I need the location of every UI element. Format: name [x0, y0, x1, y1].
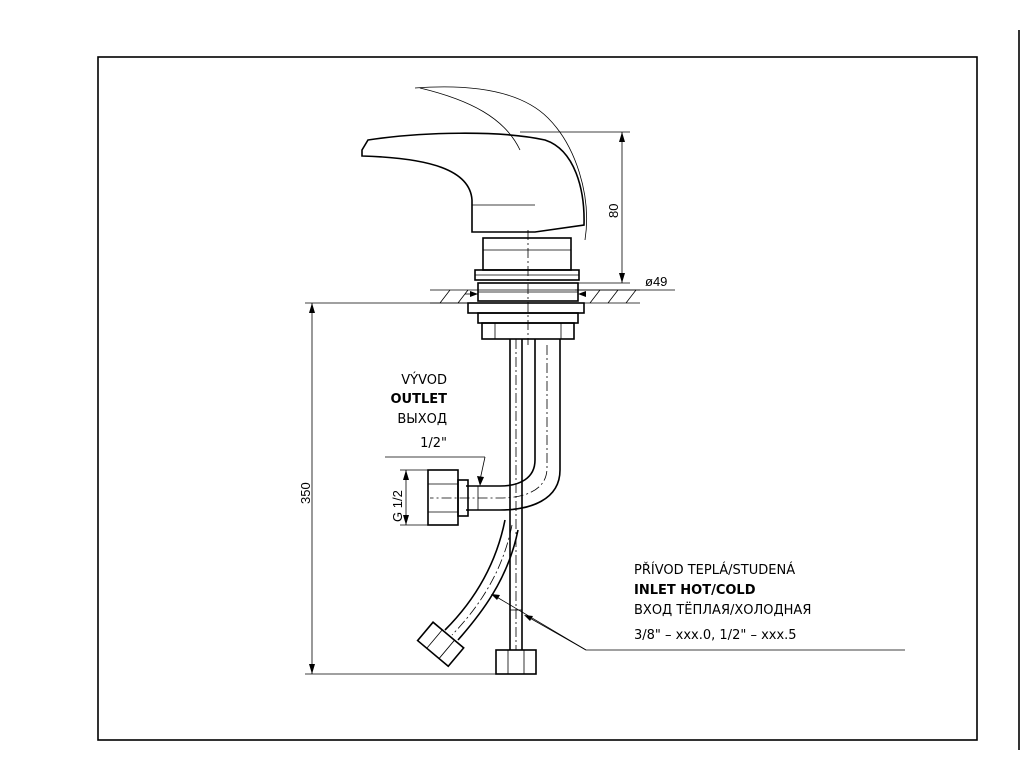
- inlet-label-en: INLET HOT/COLD: [634, 583, 756, 598]
- outlet-label-cz: VÝVOD: [401, 372, 447, 388]
- inlet-label: PŘÍVOD TEPLÁ/STUDENÁ INLET HOT/COLD ВХОД…: [634, 562, 811, 643]
- inlet-label-ru: ВХОД ТЁПЛАЯ/ХОЛОДНАЯ: [634, 602, 811, 618]
- lever-handle: [361, 86, 587, 241]
- dimension-diameter-label: ø49: [645, 274, 667, 289]
- outlet-label-size: 1/2": [420, 436, 447, 451]
- dimension-350-label: 350: [298, 482, 313, 504]
- inlet-label-sizes: 3/8" – xxx.0, 1/2" – xxx.5: [634, 628, 797, 643]
- mixer-body: [474, 237, 580, 281]
- inlet-label-cz: PŘÍVOD TEPLÁ/STUDENÁ: [634, 562, 795, 578]
- inlet-pipe-straight: [495, 339, 537, 675]
- dimension-g12-label: G 1/2: [390, 490, 405, 522]
- outlet-label: VÝVOD OUTLET ВЫХОД 1/2": [390, 372, 447, 451]
- dimension-g12: [400, 469, 430, 526]
- dimension-80-label: 80: [606, 204, 621, 218]
- dimension-diameter: [465, 289, 675, 297]
- outlet-pipe-bent: [427, 339, 561, 526]
- outlet-leader-arrowhead: [477, 476, 484, 486]
- outlet-leader-arrow: [479, 456, 486, 481]
- inlet-leader-arrow-2: [494, 595, 587, 651]
- inlet-arrowhead-1: [524, 615, 533, 621]
- outlet-label-ru: ВЫХОД: [397, 412, 447, 427]
- drawing-frame: [97, 56, 978, 741]
- flexible-hose: [416, 519, 519, 668]
- dimension-80: [520, 131, 630, 284]
- inlet-arrowhead-2: [491, 594, 500, 600]
- outlet-label-en: OUTLET: [390, 392, 447, 407]
- dimension-350: [305, 302, 500, 675]
- mounting-nut: [467, 282, 585, 340]
